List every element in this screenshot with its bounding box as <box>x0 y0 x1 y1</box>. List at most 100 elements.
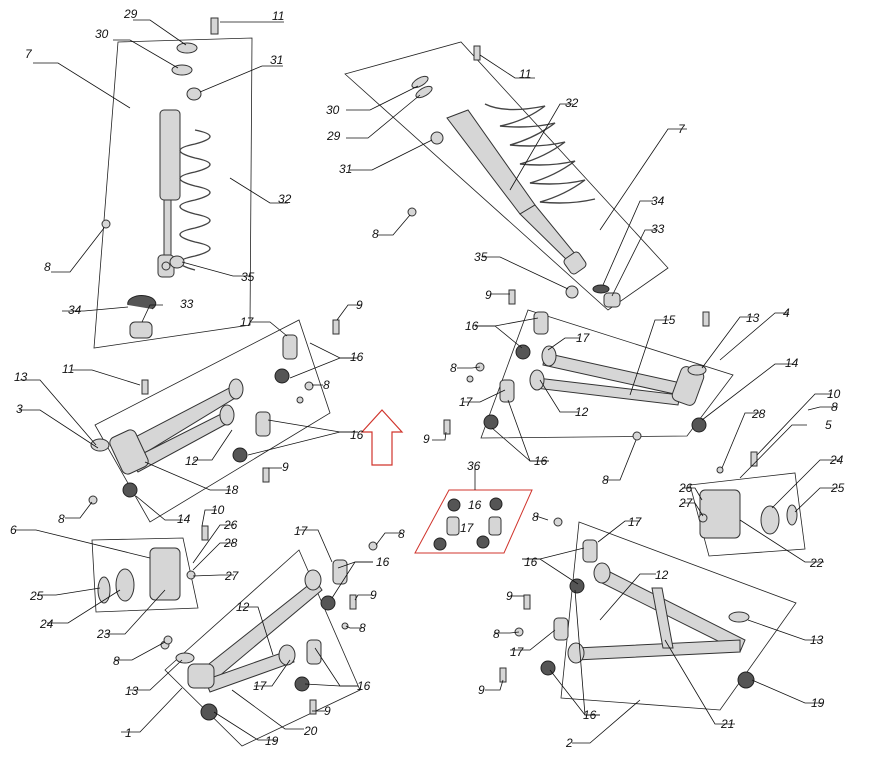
callout-12-left-upper: 12 <box>185 454 199 468</box>
callout-17-left-lower-top: 17 <box>294 524 309 538</box>
callout-29-left-shock: 29 <box>123 7 138 21</box>
callout-17-right-lower-top: 17 <box>628 515 643 529</box>
callout-8-right-upper-bottom: 8 <box>602 473 609 487</box>
callout-18: 18 <box>225 483 239 497</box>
callout-33-left-shock: 33 <box>180 297 194 311</box>
callout-8-left-lower-top: 8 <box>398 527 405 541</box>
right-upper-arm-assembly <box>443 289 734 441</box>
callout-31-left-shock: 31 <box>270 53 283 67</box>
left-shock-assembly <box>93 17 253 349</box>
callout-26-left-knuckle: 26 <box>223 518 238 532</box>
callout-16-right-upper-bottom: 16 <box>534 454 548 468</box>
callout-11-left-upper: 11 <box>62 362 74 376</box>
callout-2: 2 <box>565 736 573 750</box>
callout-8-right-knuckle: 8 <box>831 400 838 414</box>
callout-19-left-lower: 19 <box>265 734 279 748</box>
callout-25-right-knuckle: 25 <box>830 481 845 495</box>
callout-8-left-lower-mid: 8 <box>359 621 366 635</box>
callout-22: 22 <box>809 556 824 570</box>
direction-arrow-icon <box>360 409 404 466</box>
callout-28-left-knuckle: 28 <box>223 536 238 550</box>
callout-7-left-shock: 7 <box>25 47 33 61</box>
callout-11-left-shock: 11 <box>272 9 284 23</box>
callout-27-left-knuckle: 27 <box>224 569 240 583</box>
callout-16-left-lower-top: 16 <box>376 555 390 569</box>
callout-9-left-lower-bottom: 9 <box>324 704 331 718</box>
callout-14-right-upper: 14 <box>785 356 799 370</box>
callout-11-right-shock: 11 <box>519 67 531 81</box>
callout-24-right-knuckle: 24 <box>829 453 844 467</box>
callout-10-right-knuckle: 10 <box>827 387 841 401</box>
callout-7-right-shock: 7 <box>678 122 686 136</box>
callout-12-right-lower: 12 <box>655 568 669 582</box>
callout-35-left-shock: 35 <box>241 270 255 284</box>
callout-13-right-upper: 13 <box>746 311 760 325</box>
callout-9-left-upper-bottom: 9 <box>282 460 289 474</box>
callout-30-left-shock: 30 <box>95 27 109 41</box>
callout-8-right-shock: 8 <box>372 227 379 241</box>
callout-20: 20 <box>303 724 318 738</box>
callout-3: 3 <box>16 402 23 416</box>
callout-16-right-lower-bottom: 16 <box>583 708 597 722</box>
callout-17-right-lower-bottom: 17 <box>510 645 525 659</box>
callout-17-right-upper-top: 17 <box>576 331 591 345</box>
callout-25-left-knuckle: 25 <box>29 589 44 603</box>
callout-13-left-lower: 13 <box>125 684 139 698</box>
callout-9-right-upper-top: 9 <box>485 288 492 302</box>
callout-5: 5 <box>825 418 832 432</box>
callout-8-left-upper: 8 <box>323 378 330 392</box>
callout-labels: 29 11 30 7 31 32 8 35 34 33 11 30 32 7 2… <box>10 7 845 750</box>
callout-16-left-upper-top: 16 <box>350 350 364 364</box>
callout-21: 21 <box>720 717 734 731</box>
leader-lines <box>16 19 840 744</box>
callout-9-left-upper-top: 9 <box>356 298 363 312</box>
left-lower-arm-assembly <box>163 541 378 747</box>
right-shock-assembly <box>344 41 669 311</box>
callout-29-right-shock: 29 <box>326 129 341 143</box>
callout-8-right-lower-mid: 8 <box>493 627 500 641</box>
callout-15: 15 <box>662 313 676 327</box>
callout-34-right-shock: 34 <box>651 194 665 208</box>
callout-8-left-shock: 8 <box>44 260 51 274</box>
callout-8-left-lower-left: 8 <box>113 654 120 668</box>
callout-19-right-lower: 19 <box>811 696 825 710</box>
callout-23: 23 <box>96 627 111 641</box>
callout-8-left-upper-bottom: 8 <box>58 512 65 526</box>
callout-17-left-lower-bottom: 17 <box>253 679 268 693</box>
callout-9-right-lower-top: 9 <box>506 589 513 603</box>
right-lower-arm-assembly <box>499 517 797 711</box>
callout-30-right-shock: 30 <box>326 103 340 117</box>
callout-8-right-upper-top: 8 <box>450 361 457 375</box>
callout-6: 6 <box>10 523 17 537</box>
callout-16-left-lower-bottom: 16 <box>357 679 371 693</box>
left-knuckle-assembly <box>91 525 209 650</box>
bushing-kit-36 <box>414 489 533 554</box>
callout-33-right-shock: 33 <box>651 222 665 236</box>
callout-10-left-knuckle: 10 <box>211 503 225 517</box>
callout-16-left-upper-bottom: 16 <box>350 428 364 442</box>
callout-28-right-knuckle: 28 <box>751 407 766 421</box>
callout-9-left-lower-top: 9 <box>370 588 377 602</box>
callout-31-right-shock: 31 <box>339 162 352 176</box>
left-upper-arm-assembly <box>88 319 340 523</box>
callout-35-right-shock: 35 <box>474 250 488 264</box>
callout-9-right-lower-bottom: 9 <box>478 683 485 697</box>
callout-16-kit: 16 <box>468 498 482 512</box>
callout-17-right-upper-bottom: 17 <box>459 395 474 409</box>
callout-14-left-upper: 14 <box>177 512 191 526</box>
callout-32-left-shock: 32 <box>278 192 292 206</box>
callout-27-right-knuckle: 27 <box>678 496 694 510</box>
callout-36: 36 <box>467 459 481 473</box>
callout-32-right-shock: 32 <box>565 96 579 110</box>
callout-4: 4 <box>783 306 790 320</box>
callout-16-right-upper-top: 16 <box>465 319 479 333</box>
callout-9-right-upper-bottom: 9 <box>423 432 430 446</box>
callout-8-right-lower-top: 8 <box>532 510 539 524</box>
callout-13-left-upper: 13 <box>14 370 28 384</box>
callout-16-right-lower-top: 16 <box>524 555 538 569</box>
callout-12-right-upper: 12 <box>575 405 589 419</box>
right-knuckle-assembly <box>689 451 806 557</box>
callout-12-left-lower: 12 <box>236 600 250 614</box>
callout-26-right-knuckle: 26 <box>678 481 693 495</box>
